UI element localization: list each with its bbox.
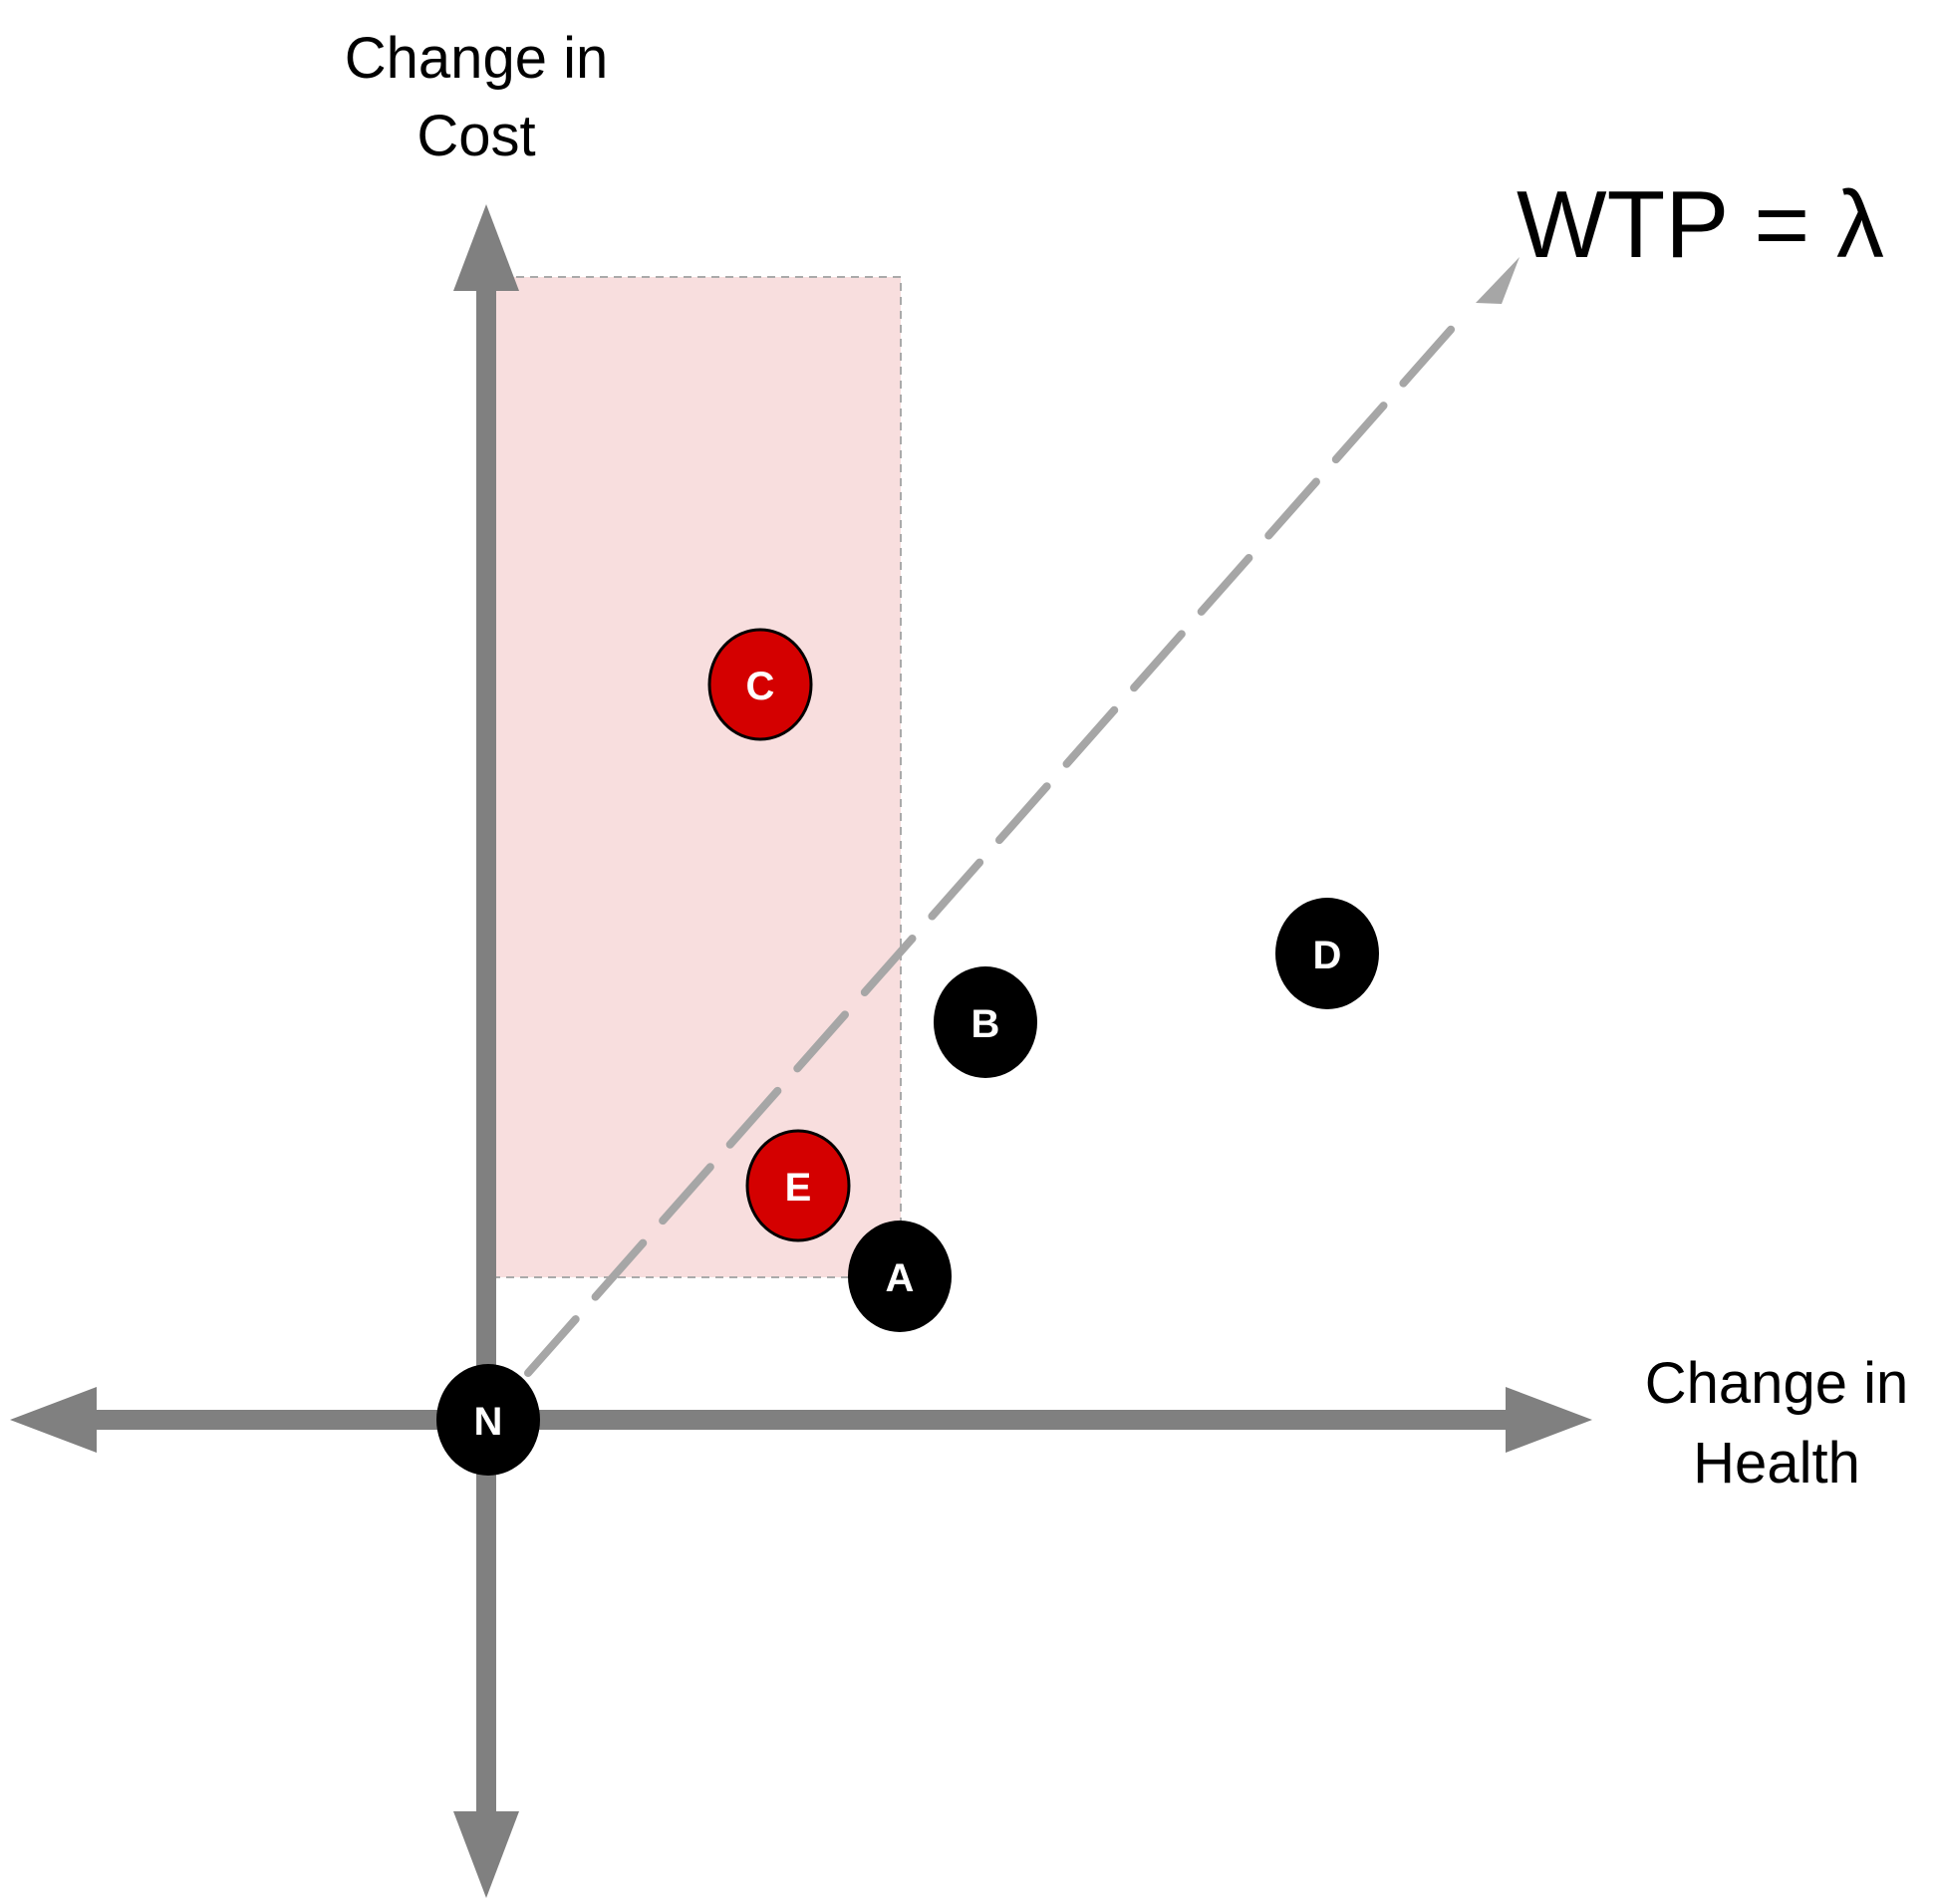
node-e-label: E <box>785 1166 812 1210</box>
wtp-label: WTP = λ <box>1517 171 1884 278</box>
node-a: A <box>848 1221 952 1332</box>
node-a-circle <box>848 1221 952 1332</box>
health-axis <box>10 1387 1592 1453</box>
node-d: D <box>1275 898 1379 1009</box>
x-axis-label-line1: Change in <box>1645 1351 1908 1416</box>
cost-axis-down-arrow <box>453 1811 519 1898</box>
node-c: C <box>707 628 813 741</box>
node-b: B <box>934 966 1037 1078</box>
y-axis-label-line2: Cost <box>416 104 535 168</box>
node-a-label: A <box>886 1256 915 1300</box>
node-b-circle <box>934 966 1037 1078</box>
x-axis-label-line2: Health <box>1693 1431 1860 1496</box>
health-axis-right-arrow <box>1506 1387 1592 1453</box>
node-n-circle <box>436 1364 540 1476</box>
node-d-label: D <box>1313 934 1342 977</box>
node-c-circle <box>707 628 813 741</box>
node-e: E <box>745 1129 851 1242</box>
wtp-dashed-line <box>524 310 1469 1377</box>
wtp-arrowhead <box>1476 257 1520 304</box>
wtp-threshold-line <box>524 257 1520 1377</box>
health-axis-left-arrow <box>10 1387 97 1453</box>
node-c-label: C <box>746 665 775 708</box>
node-n: N <box>436 1364 540 1476</box>
node-n-label: N <box>474 1400 503 1444</box>
cost-axis <box>453 204 519 1898</box>
node-e-circle <box>745 1129 851 1242</box>
node-d-circle <box>1275 898 1379 1009</box>
cost-axis-up-arrow <box>453 204 519 291</box>
node-b-label: B <box>971 1002 1000 1046</box>
y-axis-label-line1: Change in <box>345 26 608 91</box>
shaded-region <box>487 276 902 1278</box>
